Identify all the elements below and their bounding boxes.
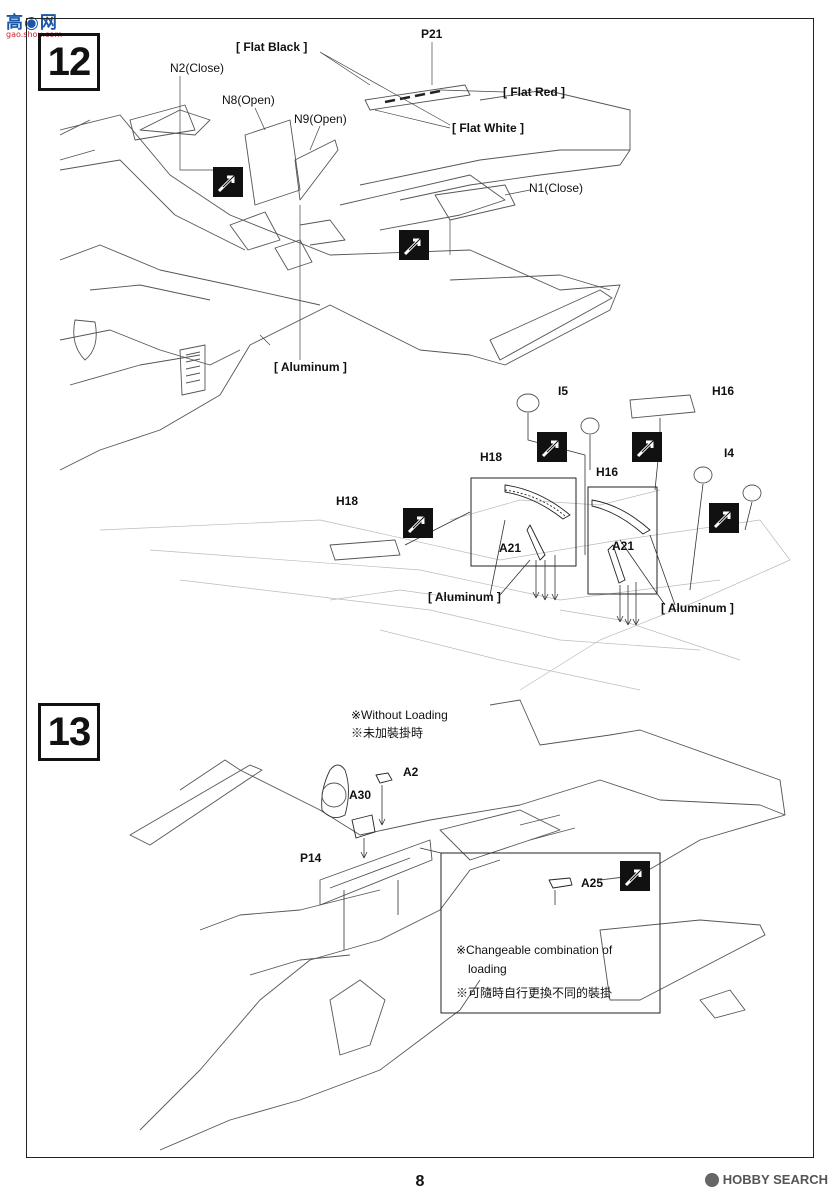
part-label-n9: N9(Open) xyxy=(294,112,347,126)
part-label-a21: A21 xyxy=(499,541,522,555)
note-changeable-zh: ※可隨時自行更換不同的裝掛 xyxy=(456,986,613,1000)
paint-aluminum: [ Aluminum ] xyxy=(661,601,734,615)
install-arrow-icon xyxy=(707,501,741,535)
part-label-h18: H18 xyxy=(480,450,503,464)
install-arrow-icon xyxy=(397,228,431,262)
part-label-h18: H18 xyxy=(336,494,359,508)
install-arrow-icon xyxy=(630,430,664,464)
part-n8-door xyxy=(244,119,301,206)
part-p21-antenna xyxy=(364,84,471,111)
paint-flat-white: [ Flat White ] xyxy=(452,121,524,135)
inset-box-h18 xyxy=(470,477,577,567)
inset-box-a25 xyxy=(440,852,661,1014)
part-a30 xyxy=(351,814,376,839)
part-h16-panel-top xyxy=(629,394,696,419)
part-i5-pods xyxy=(516,393,600,435)
note-without-loading-zh: ※未加裝掛時 xyxy=(351,726,424,740)
part-label-p14: P14 xyxy=(300,851,322,865)
part-label-a2: A2 xyxy=(403,765,419,779)
part-label-n2: N2(Close) xyxy=(170,61,225,75)
part-a21-right xyxy=(607,544,626,584)
step-13-number: 13 xyxy=(38,703,100,761)
watermark-logo-icon xyxy=(704,1172,719,1187)
install-arrow-icon xyxy=(401,506,435,540)
paint-flat-black: [ Flat Black ] xyxy=(236,40,308,54)
part-h18-panel-left xyxy=(329,539,401,561)
note-without-loading-en: ※Without Loading xyxy=(351,708,448,722)
part-label-n1: N1(Close) xyxy=(529,181,584,195)
part-label-a30: A30 xyxy=(349,788,372,802)
part-h16-shaped xyxy=(591,499,651,535)
part-a2 xyxy=(375,772,393,784)
paint-aluminum: [ Aluminum ] xyxy=(428,590,501,604)
part-a21-left xyxy=(526,524,546,561)
page-number: 8 xyxy=(415,1173,425,1190)
part-label-i5: I5 xyxy=(558,384,569,398)
watermark-text: HOBBY SEARCH xyxy=(722,1172,828,1187)
hobby-search-watermark: HOBBY SEARCH xyxy=(704,1172,828,1187)
part-label-i4: I4 xyxy=(724,446,735,460)
step-12-number: 12 xyxy=(38,33,100,91)
aircraft-side-view xyxy=(129,699,786,1151)
part-i4-pods xyxy=(693,466,762,502)
site-logo-sub: gao.shou.com xyxy=(6,30,63,39)
aircraft-under-view xyxy=(99,489,791,691)
part-label-n8: N8(Open) xyxy=(222,93,275,107)
note-changeable-en: ※Changeable combination of xyxy=(456,943,613,957)
install-arrow-icon xyxy=(618,859,652,893)
part-label-h16: H16 xyxy=(712,384,735,398)
paint-aluminum: [ Aluminum ] xyxy=(274,360,347,374)
part-n1-panel xyxy=(434,184,516,221)
part-a25 xyxy=(548,877,573,889)
page-frame xyxy=(26,18,814,1158)
part-label-h16: H16 xyxy=(596,465,619,479)
part-n2-panel xyxy=(129,104,196,141)
install-arrow-icon xyxy=(535,430,569,464)
part-h18-shaped xyxy=(504,484,571,520)
paint-flat-red: [ Flat Red ] xyxy=(503,85,565,99)
install-arrow-icon xyxy=(211,165,245,199)
part-label-p21: P21 xyxy=(421,27,443,41)
part-n9-door xyxy=(294,139,339,201)
part-label-a21: A21 xyxy=(612,539,635,553)
note-changeable-en-2: loading xyxy=(468,962,507,976)
part-label-a25: A25 xyxy=(581,876,604,890)
inset-box-h16 xyxy=(587,486,658,595)
